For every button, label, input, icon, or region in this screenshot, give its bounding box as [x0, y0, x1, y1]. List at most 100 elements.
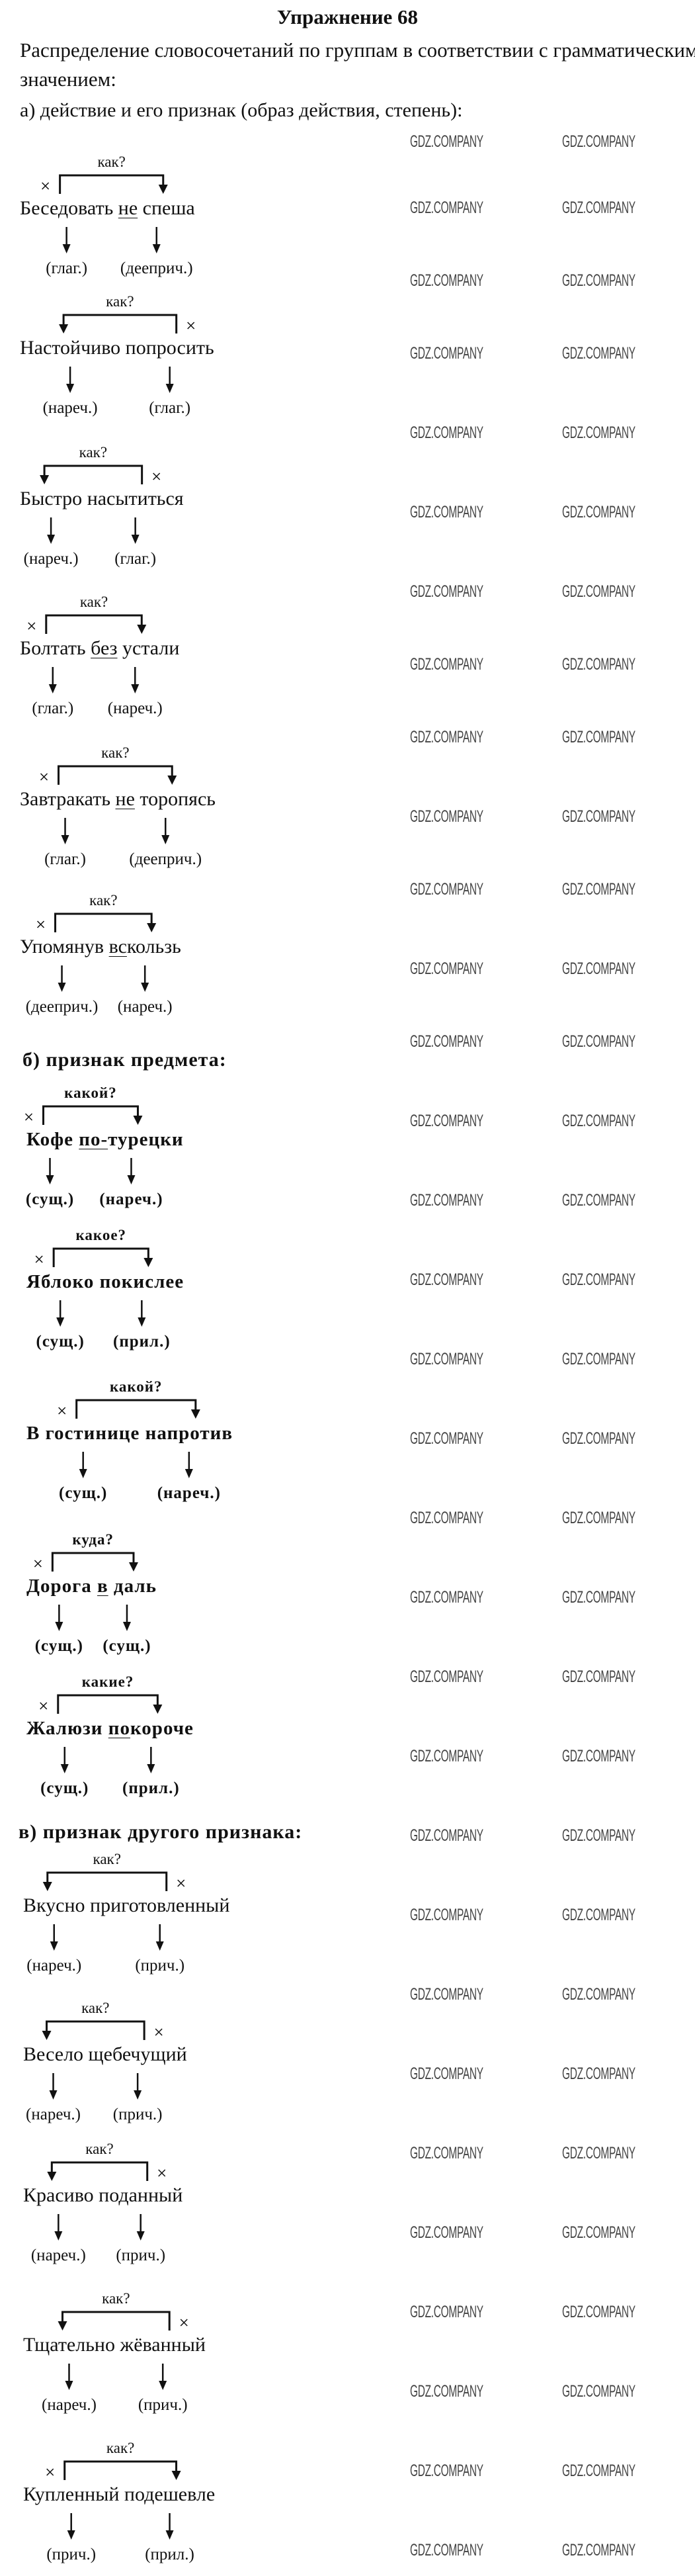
dependency-lines: [42, 1871, 185, 1951]
bracket-line: [45, 614, 143, 634]
cross-icon: [155, 2028, 163, 2036]
cross-icon: [177, 1879, 185, 1887]
arrowhead-icon: [147, 923, 157, 932]
down-arrow-icon: [62, 244, 71, 253]
watermark-text: GDZ.COMPANY: [410, 1667, 483, 1686]
part-of-speech-label: (глаг.): [32, 699, 74, 717]
phrase: Вкусно приготовленный: [23, 1891, 229, 1920]
bracket-line: [59, 174, 165, 194]
part-of-speech-label: (дееприч.): [120, 259, 193, 277]
down-arrow-icon: [141, 983, 149, 992]
watermark-text: GDZ.COMPANY: [562, 1032, 635, 1051]
bracket-line: [46, 2020, 145, 2040]
watermark-text: GDZ.COMPANY: [562, 132, 635, 151]
watermark-text: GDZ.COMPANY: [562, 1906, 635, 1924]
arrowhead-icon: [158, 185, 168, 194]
watermark-text: GDZ.COMPANY: [410, 2541, 483, 2559]
down-arrow-icon: [136, 2231, 145, 2241]
part-of-speech-label: (прил.): [122, 1779, 180, 1797]
main-word: жёванный: [120, 2334, 206, 2356]
question-label: какие?: [81, 1673, 134, 1690]
watermark-text: GDZ.COMPANY: [562, 1191, 635, 1210]
watermark-text: GDZ.COMPANY: [410, 1985, 483, 2004]
underlined-part: по: [108, 1718, 130, 1739]
down-arrow-icon: [79, 1469, 87, 1478]
question-label: как?: [93, 1851, 121, 1867]
part-of-speech-label: (прич.): [112, 2106, 163, 2123]
part-of-speech-label: (нареч.): [107, 699, 163, 717]
watermark-text: GDZ.COMPANY: [410, 807, 483, 826]
main-word: Яблоко: [26, 1271, 95, 1292]
part-of-speech-label: (прич.): [135, 1957, 185, 1975]
down-arrow-icon: [152, 244, 161, 253]
down-arrow-icon: [61, 835, 69, 844]
arrowhead-icon: [143, 1258, 153, 1267]
dependent-word: Весело: [23, 2043, 84, 2065]
cross-icon: [180, 2319, 188, 2327]
arrowhead-icon: [59, 324, 69, 333]
watermark-text: GDZ.COMPANY: [562, 2144, 635, 2162]
part-of-speech-label: (прич.): [138, 2396, 188, 2414]
section-c-heading: в) признак другого признака:: [19, 1821, 303, 1843]
watermark-text: GDZ.COMPANY: [562, 807, 635, 826]
watermark-text: GDZ.COMPANY: [410, 1747, 483, 1765]
dependent-word: вскользь: [108, 936, 181, 957]
watermark-text: GDZ.COMPANY: [562, 1826, 635, 1845]
main-word: поданный: [99, 2184, 183, 2206]
dependency-lines: [58, 1399, 200, 1478]
down-arrow-icon: [50, 1941, 58, 1951]
dependency-lines: [40, 1694, 163, 1773]
part-of-speech-label: (сущ.): [34, 1637, 84, 1655]
arrowhead-icon: [47, 2172, 57, 2181]
watermark-text: GDZ.COMPANY: [410, 503, 483, 521]
part-of-speech-label: (сущ.): [40, 1779, 89, 1797]
main-word: Дорога: [26, 1576, 92, 1597]
bracket-line: [51, 1552, 135, 1572]
main-word: В гостинице: [26, 1423, 140, 1444]
watermark-text: GDZ.COMPANY: [410, 1509, 483, 1527]
dependency-lines: [46, 2460, 181, 2540]
dependent-word: не спеша: [118, 197, 195, 219]
down-arrow-icon: [48, 684, 57, 693]
cross-icon: [40, 1702, 48, 1710]
question-label: куда?: [72, 1531, 114, 1548]
watermark-text: GDZ.COMPANY: [410, 582, 483, 601]
part-of-speech-label: (сущ.): [102, 1637, 151, 1655]
arrowhead-icon: [190, 1409, 200, 1419]
question-label: как?: [79, 444, 108, 461]
watermark-text: GDZ.COMPANY: [562, 582, 635, 601]
watermark-text: GDZ.COMPANY: [562, 271, 635, 290]
part-of-speech-label: (прич.): [116, 2246, 166, 2264]
bracket-line: [57, 1694, 159, 1714]
phrase: В гостинице напротив: [26, 1419, 233, 1448]
part-of-speech-label: (дееприч.): [25, 998, 99, 1016]
cross-icon: [28, 622, 36, 630]
down-arrow-icon: [184, 1469, 193, 1478]
phrase: Настойчиво попросить: [20, 333, 214, 363]
dependency-lines: [59, 314, 195, 393]
down-arrow-icon: [161, 835, 170, 844]
watermark-text: GDZ.COMPANY: [410, 2144, 483, 2162]
watermark-text: GDZ.COMPANY: [410, 271, 483, 290]
dependent-word: Быстро: [20, 488, 83, 510]
question-label: как?: [79, 594, 108, 610]
cross-icon: [34, 1560, 42, 1568]
cross-icon: [24, 1113, 33, 1121]
down-arrow-icon: [56, 1317, 65, 1327]
part-of-speech-label: (прил.): [145, 2546, 194, 2563]
bracket-line: [42, 1105, 139, 1125]
watermark-text: GDZ.COMPANY: [562, 344, 635, 363]
down-arrow-icon: [54, 2231, 63, 2241]
dependency-lines: [42, 174, 168, 253]
bracket-line: [61, 2311, 171, 2331]
watermark-text: GDZ.COMPANY: [410, 880, 483, 899]
intro-line-1: Распределение словосочетаний по группам …: [20, 38, 695, 62]
down-arrow-icon: [165, 384, 174, 393]
phrase: Тщательно жёванный: [23, 2331, 206, 2360]
bracket-line: [46, 1871, 168, 1891]
watermark-text: GDZ.COMPANY: [410, 2462, 483, 2480]
down-arrow-icon: [49, 2090, 58, 2100]
